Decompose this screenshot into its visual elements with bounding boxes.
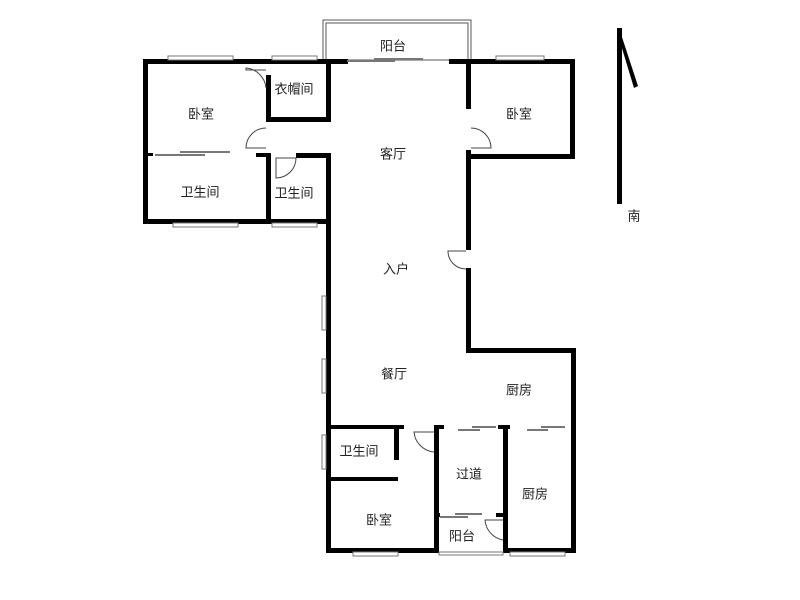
- room-label-dining-room: 餐厅: [380, 367, 408, 383]
- sliding-doors: [155, 58, 565, 518]
- room-label-bedroom-ne: 卧室: [505, 107, 533, 123]
- room-label-bedroom-s: 卧室: [365, 513, 393, 529]
- room-label-kitchen-s: 厨房: [521, 487, 549, 503]
- room-label-cloakroom: 衣帽间: [274, 82, 314, 98]
- walls: [143, 59, 576, 553]
- swing-doors: [245, 67, 504, 541]
- room-label-entrance: 入户: [382, 262, 410, 278]
- compass-arrow-icon: [617, 28, 638, 204]
- room-label-kitchen-open: 厨房: [505, 383, 533, 399]
- room-label-bathroom-s: 卫生间: [339, 444, 379, 460]
- room-label-bedroom-nw: 卧室: [187, 107, 215, 123]
- room-label-corridor: 过道: [455, 467, 483, 483]
- room-label-bathroom-w: 卫生间: [180, 185, 220, 201]
- room-label-balcony-top: 阳台: [379, 39, 407, 55]
- windows: [167, 55, 566, 557]
- room-label-balcony-s: 阳台: [448, 529, 476, 545]
- compass-label: 南: [627, 209, 641, 225]
- room-label-bathroom-mid: 卫生间: [274, 186, 314, 202]
- room-label-living-room: 客厅: [379, 147, 407, 163]
